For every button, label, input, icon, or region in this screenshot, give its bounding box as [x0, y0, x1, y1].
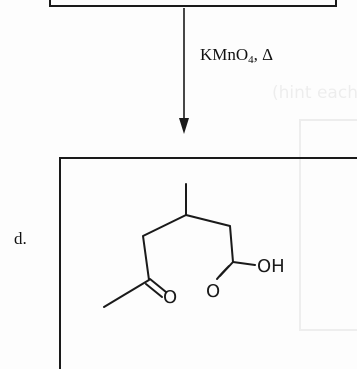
- reaction-arrow: [179, 8, 189, 134]
- faint-box: [299, 119, 357, 331]
- hydroxyl-label: OH: [257, 256, 285, 277]
- reagent-label: KMnO4, Δ: [200, 46, 273, 66]
- hand-drawn-molecule: [103, 183, 256, 308]
- ketone-oxygen-label: O: [163, 287, 177, 308]
- ketone-double-bond-1: [149, 278, 167, 293]
- question-label: d.: [14, 229, 27, 248]
- previous-answer-box: [49, 0, 337, 7]
- acid-double-bond: [216, 265, 230, 280]
- acid-single-bond: [232, 261, 256, 266]
- reagent-heat-symbol: , Δ: [253, 45, 274, 64]
- ketone-double-bond-2: [145, 283, 163, 298]
- answer-box: [59, 157, 357, 369]
- reagent-formula-subscript: 4: [248, 54, 254, 66]
- arrow-head: [179, 118, 189, 134]
- bleed-through-marks: (hint each): [272, 83, 357, 331]
- reagent-formula-prefix: KMnO: [200, 45, 249, 64]
- acid-carbonyl-oxygen-label: O: [206, 281, 220, 302]
- faint-text: (hint each): [272, 83, 357, 103]
